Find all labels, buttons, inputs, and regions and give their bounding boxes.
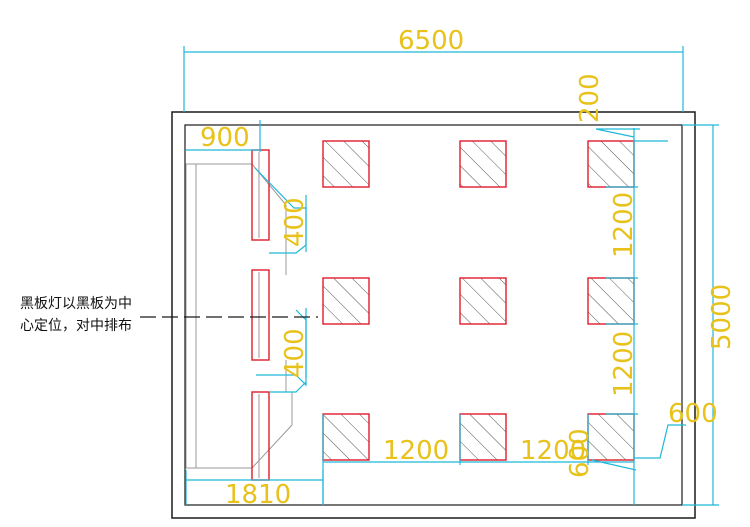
dim-col-spacing-2: 1200 — [520, 436, 586, 466]
ceiling-light-r1c3 — [587, 140, 635, 188]
ceiling-light-r3c1 — [322, 413, 370, 461]
dim-row-spacing-1: 1200 — [609, 192, 639, 258]
blackboard-platform — [185, 163, 293, 469]
ceiling-light-r2c3 — [587, 277, 635, 325]
annotation-line-2: 心定位，对中排布 — [20, 318, 132, 334]
ceiling-light-r1c1 — [322, 140, 370, 188]
dim-first-column-offset: 1810 — [225, 480, 291, 510]
outer-wall — [171, 111, 696, 519]
blackboard-light-3 — [251, 391, 270, 481]
ceiling-light-r2c1 — [322, 277, 370, 325]
dim-side-offset: 600 — [668, 399, 718, 429]
ceiling-light-r1c2 — [459, 140, 507, 188]
inner-wall — [184, 124, 683, 506]
dim-total-width: 6500 — [398, 26, 464, 56]
dim-total-depth: 5000 — [707, 284, 737, 350]
blackboard-light-1 — [251, 149, 270, 241]
blackboard-light-2 — [251, 269, 270, 361]
dim-bb-gap-top: 400 — [280, 197, 310, 247]
ceiling-light-r3c2 — [459, 413, 507, 461]
dim-col-spacing-1: 1200 — [383, 436, 449, 466]
dim-bb-gap-bottom: 400 — [280, 328, 310, 378]
dim-blackboard-offset: 900 — [200, 123, 250, 153]
ceiling-light-r2c2 — [459, 277, 507, 325]
dim-wall-offset-top: 200 — [575, 73, 605, 123]
dim-bottom-offset: 600 — [565, 428, 595, 478]
annotation-line-1: 黑板灯以黑板为中 — [20, 296, 132, 312]
dim-row-spacing-2: 1200 — [609, 331, 639, 397]
dimension-lines — [183, 46, 719, 506]
